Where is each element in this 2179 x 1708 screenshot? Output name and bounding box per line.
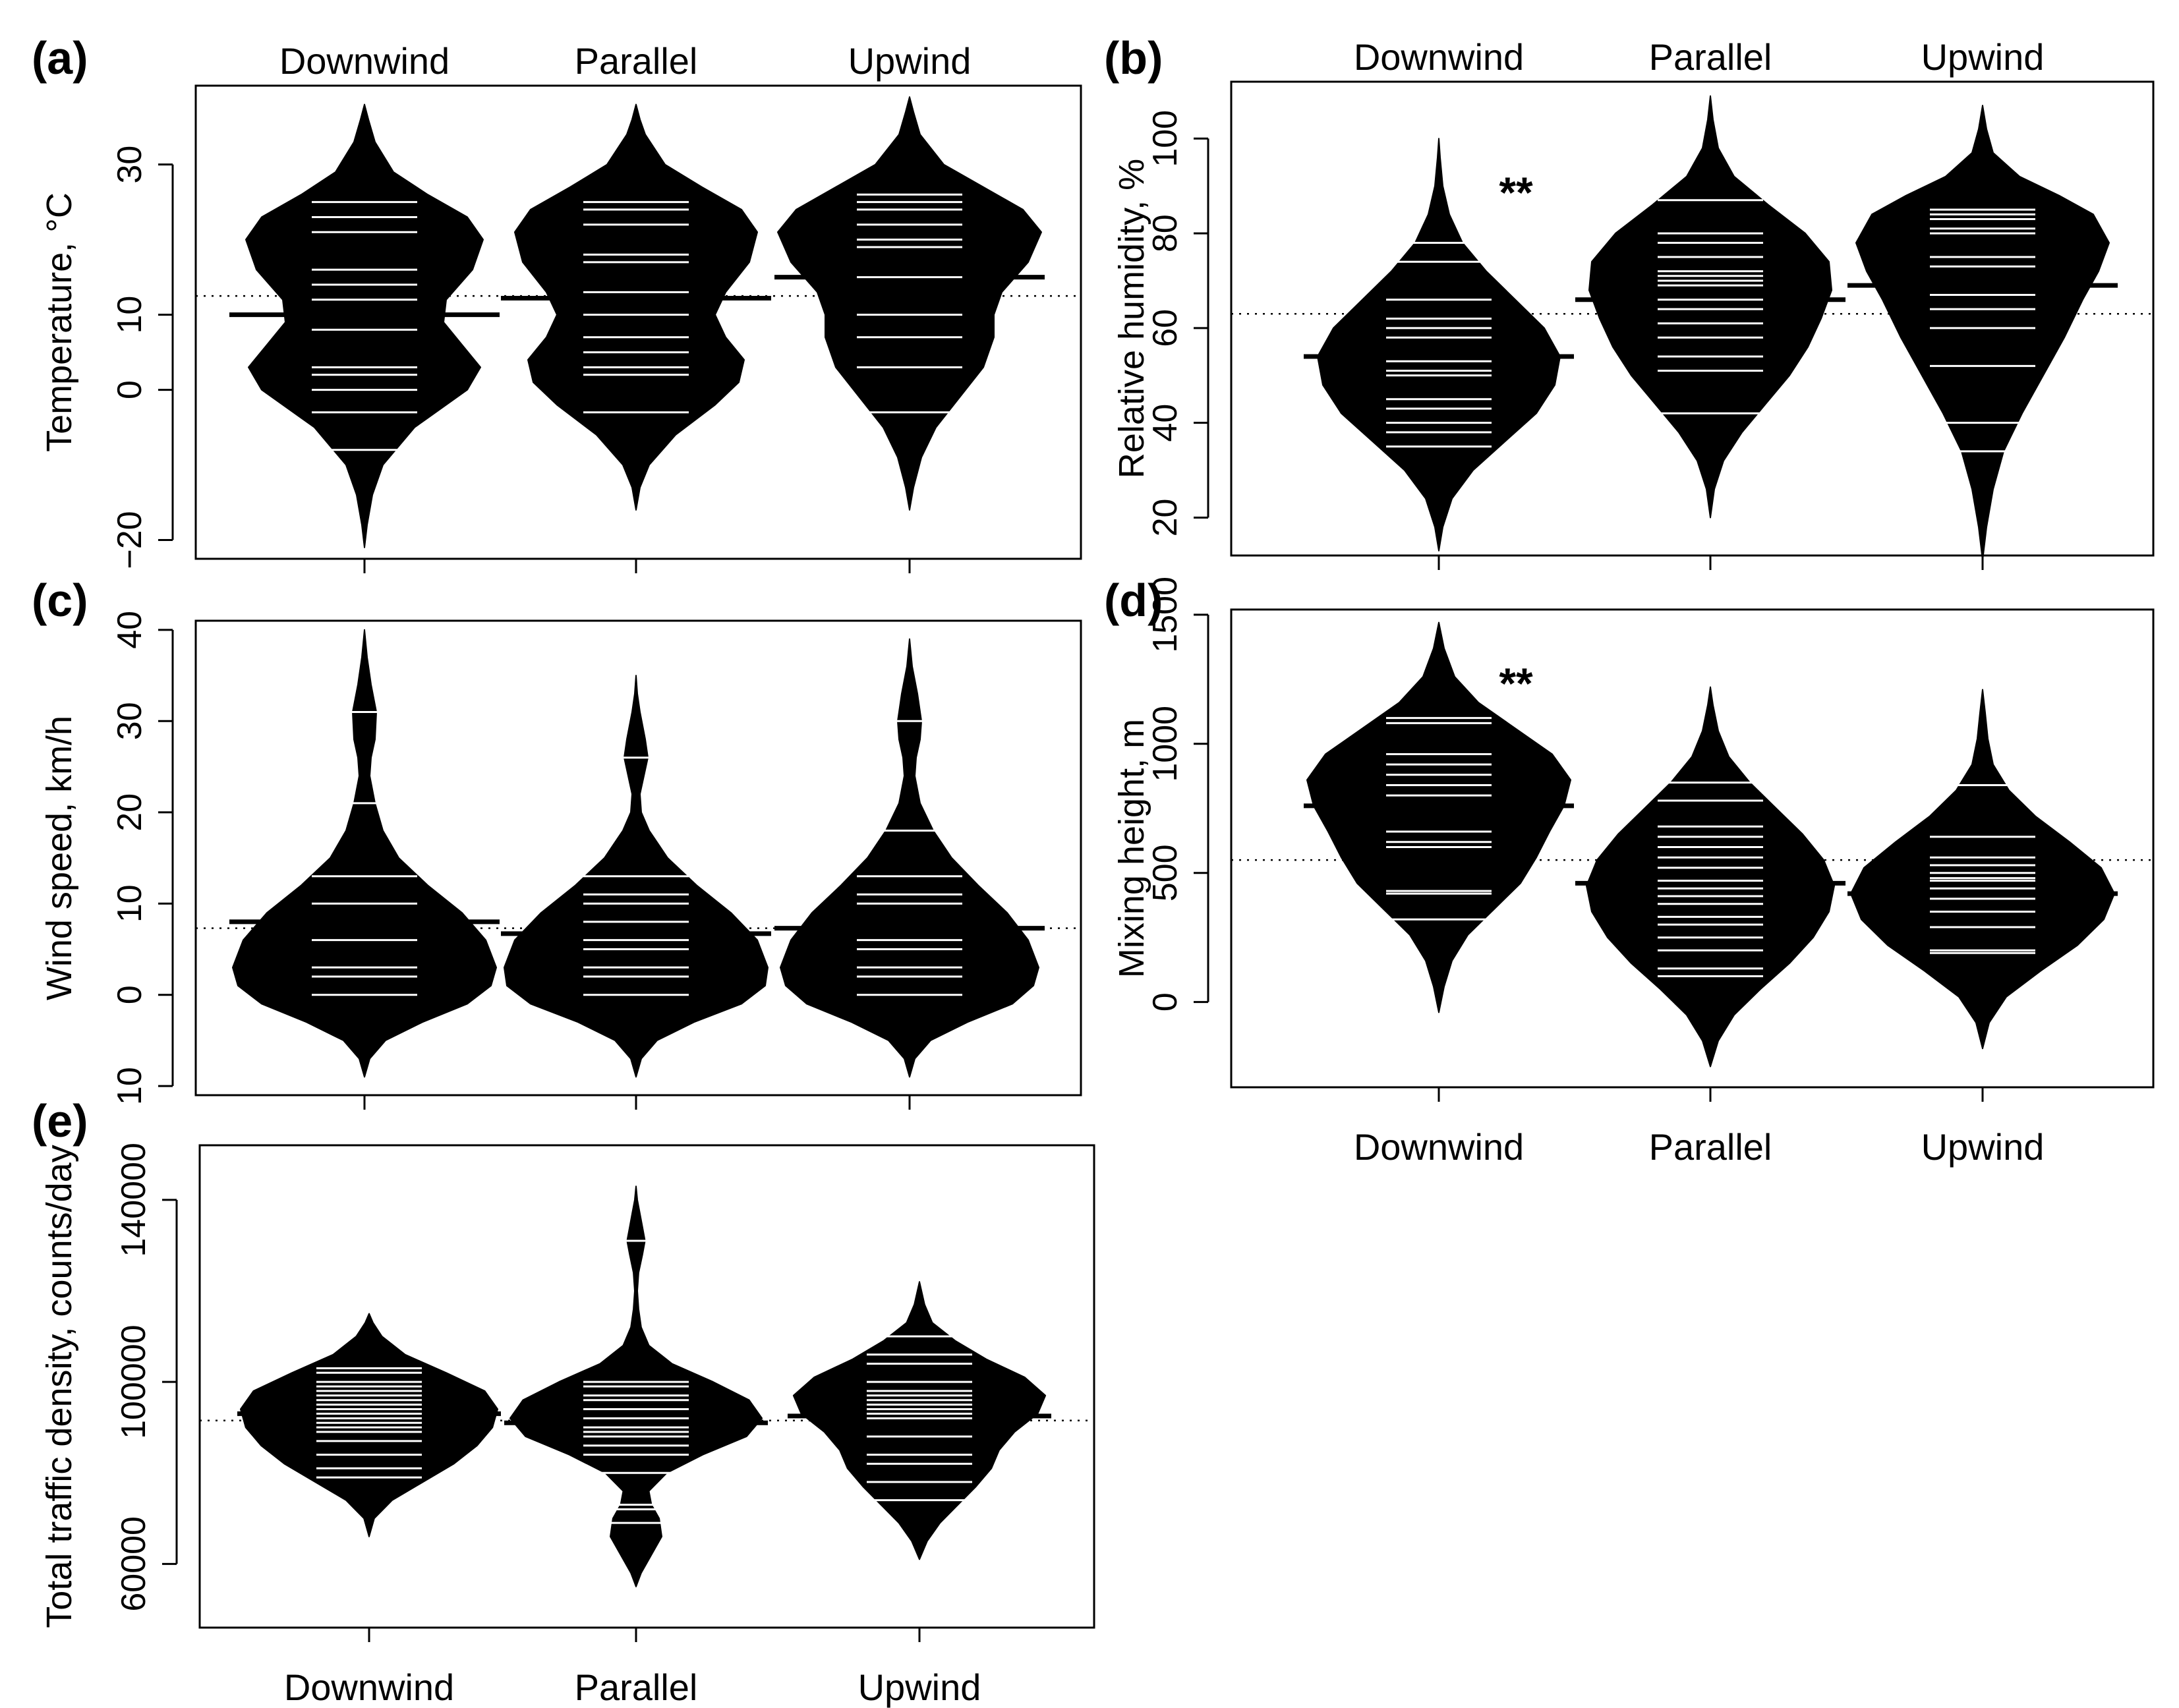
y-tick-label: 0 xyxy=(111,985,149,1004)
y-tick-label: 10 xyxy=(111,884,149,923)
plot-frame xyxy=(194,84,1082,560)
y-tick-label: 40 xyxy=(1146,404,1184,442)
y-axis-label: Temperature, °C xyxy=(40,192,79,452)
violin-shape xyxy=(1586,686,1835,1068)
panel-label-b: (b) xyxy=(1104,32,1163,84)
violin-parallel xyxy=(504,1185,768,1587)
violin-downwind xyxy=(237,1313,501,1537)
violin-shape xyxy=(777,96,1042,511)
violin-shape xyxy=(780,638,1039,1078)
violin-parallel xyxy=(501,675,771,1078)
significance-marker: ** xyxy=(1499,168,1533,217)
violin-shape xyxy=(1850,689,2115,1050)
violin-shape xyxy=(245,103,484,548)
y-tick-label: 20 xyxy=(111,793,149,832)
category-label-top: Downwind xyxy=(279,40,450,82)
violin-shape xyxy=(1306,621,1571,1013)
violin-shape xyxy=(514,103,758,511)
y-tick-label: 0 xyxy=(1146,992,1184,1011)
violin-shape xyxy=(240,1313,498,1537)
violin-upwind xyxy=(774,96,1045,511)
category-label-top: Upwind xyxy=(1921,36,2045,78)
panel-label-a: (a) xyxy=(32,32,88,84)
plot-frame xyxy=(1230,80,2155,557)
violin-shape xyxy=(232,629,497,1078)
violin-parallel xyxy=(501,103,771,511)
y-tick-label: 60 xyxy=(1146,309,1184,347)
violin-shape xyxy=(792,1281,1047,1560)
y-tick-label: 80 xyxy=(1146,214,1184,252)
violin-downwind xyxy=(1304,138,1574,552)
panel-label-c: (c) xyxy=(32,575,88,626)
y-axis-label: Relative humidity, % xyxy=(1112,159,1151,478)
category-label-bottom: Parallel xyxy=(575,1666,698,1708)
y-tick-label: 1500 xyxy=(1146,577,1184,653)
category-label-bottom: Downwind xyxy=(284,1666,454,1708)
y-tick-label: 140000 xyxy=(115,1143,153,1257)
violin-upwind xyxy=(788,1281,1051,1560)
panel-label-e: (e) xyxy=(32,1095,88,1147)
category-label-top: Parallel xyxy=(1649,36,1772,78)
violin-downwind xyxy=(1304,621,1574,1013)
violin-shape xyxy=(1588,95,1832,519)
category-label-top: Downwind xyxy=(1354,36,1524,78)
y-tick-label: 60000 xyxy=(115,1516,153,1612)
y-tick-label: 10 xyxy=(111,1067,149,1105)
y-tick-label: 30 xyxy=(111,146,149,184)
violin-upwind xyxy=(774,638,1045,1078)
category-label-top: Parallel xyxy=(575,40,698,82)
violin-upwind xyxy=(1847,689,2118,1050)
y-tick-label: 500 xyxy=(1146,844,1184,901)
plot-frame xyxy=(198,1144,1095,1629)
category-label-bottom: Downwind xyxy=(1354,1126,1524,1168)
violin-parallel xyxy=(1575,686,1845,1068)
y-tick-label: 20 xyxy=(1146,499,1184,537)
category-label-bottom: Parallel xyxy=(1649,1126,1772,1168)
significance-marker: ** xyxy=(1499,659,1533,708)
category-label-bottom: Upwind xyxy=(1921,1126,2045,1168)
y-tick-label: −20 xyxy=(111,511,149,569)
category-label-top: Upwind xyxy=(848,40,972,82)
y-axis-label: Total traffic density, counts/day xyxy=(40,1145,79,1628)
y-tick-label: 30 xyxy=(111,702,149,740)
category-label-bottom: Upwind xyxy=(858,1666,981,1708)
y-tick-label: 10 xyxy=(111,296,149,334)
violin-shape xyxy=(1855,105,2110,561)
violin-downwind xyxy=(229,629,500,1078)
panel-e: (e) 60000 100000 140000 Total traffic densi… xyxy=(32,1095,1095,1708)
y-tick-label: 100 xyxy=(1146,110,1184,167)
violin-downwind xyxy=(229,103,500,548)
y-tick-label: 40 xyxy=(111,611,149,649)
y-tick-label: 1000 xyxy=(1146,706,1184,782)
violin-parallel xyxy=(1575,95,1845,519)
violin-shape xyxy=(1317,138,1561,552)
y-tick-label: 100000 xyxy=(115,1324,153,1439)
panel-label-d: (d) xyxy=(1104,575,1163,626)
y-axis-label: Wind speed, km/h xyxy=(40,716,79,1000)
violin-upwind xyxy=(1847,105,2118,561)
y-tick-label: 0 xyxy=(111,380,149,399)
y-axis-label: Mixing height, m xyxy=(1112,719,1151,978)
plot-frame xyxy=(1230,608,2155,1089)
plot-frame xyxy=(194,619,1082,1096)
